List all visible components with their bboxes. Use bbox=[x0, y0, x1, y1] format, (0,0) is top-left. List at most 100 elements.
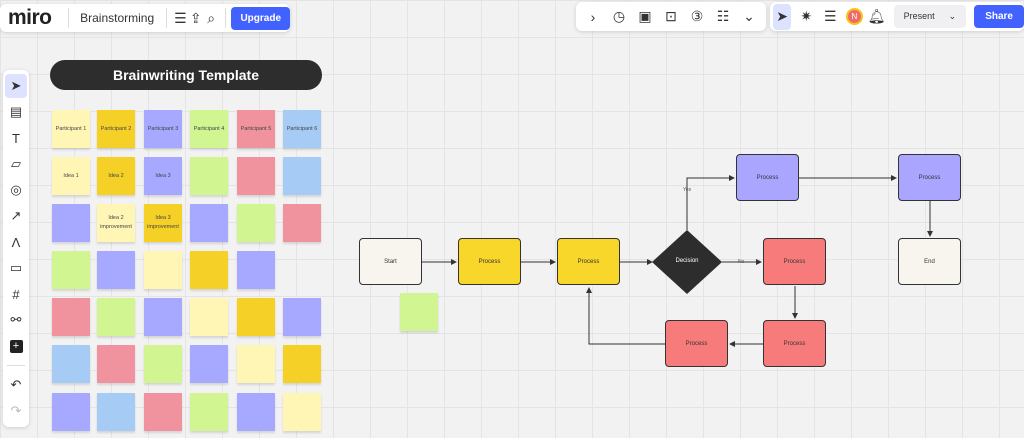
sticky-note[interactable]: Participant 6 bbox=[283, 110, 321, 148]
sticky-note[interactable] bbox=[190, 393, 228, 431]
decision-shape[interactable] bbox=[652, 230, 722, 294]
sticky-note[interactable] bbox=[237, 345, 275, 383]
sticky-note[interactable] bbox=[237, 251, 275, 289]
export-icon[interactable]: ⇪ bbox=[189, 9, 202, 26]
no-label: No bbox=[738, 259, 745, 265]
undo-icon[interactable]: ↶ bbox=[10, 377, 22, 392]
sticky-note[interactable] bbox=[190, 251, 228, 289]
apps-icon[interactable]: ⚯ bbox=[10, 312, 22, 327]
divider bbox=[67, 8, 69, 28]
sticky-note[interactable] bbox=[52, 204, 90, 242]
chevron-right-icon[interactable]: › bbox=[590, 8, 596, 25]
flow-process[interactable]: Process bbox=[763, 238, 826, 285]
sticky-note[interactable] bbox=[237, 393, 275, 431]
sticky-note[interactable] bbox=[52, 298, 90, 336]
divider bbox=[224, 8, 226, 28]
sticky-note[interactable] bbox=[52, 345, 90, 383]
add-icon[interactable]: + bbox=[5, 334, 27, 358]
notes-icon[interactable]: ☷ bbox=[716, 8, 730, 24]
sticky-note[interactable]: Participant 3 bbox=[144, 110, 182, 148]
sticky-note[interactable] bbox=[400, 293, 438, 331]
sticky-note[interactable] bbox=[283, 345, 321, 383]
board-title[interactable]: Brainstorming bbox=[80, 11, 155, 25]
sticky-note-icon[interactable]: ▱ bbox=[11, 156, 21, 171]
sticky-note[interactable]: Participant 1 bbox=[52, 110, 90, 148]
flow-process[interactable]: Process bbox=[736, 154, 799, 201]
sticky-note[interactable] bbox=[97, 298, 135, 336]
shapes-icon[interactable]: ◎ bbox=[10, 182, 22, 197]
sticky-note[interactable] bbox=[52, 251, 90, 289]
share-button[interactable]: Share bbox=[974, 5, 1024, 28]
avatar-initial: N bbox=[845, 8, 863, 25]
pen-icon[interactable]: Ʌ bbox=[11, 234, 21, 250]
focus-icon[interactable]: ⊡ bbox=[665, 8, 677, 24]
chevron-down-icon[interactable]: ⌄ bbox=[948, 11, 957, 21]
sticky-note[interactable]: Idea 3 bbox=[144, 157, 182, 195]
sticky-note[interactable]: Idea 2 improvement bbox=[97, 204, 135, 242]
sticky-note[interactable] bbox=[283, 204, 321, 242]
decision-label: Decision bbox=[675, 258, 699, 264]
top-left-toolbar: miro Brainstorming ☰ ⇪ ⌕ Upgrade bbox=[0, 4, 291, 32]
sticky-note[interactable] bbox=[283, 298, 321, 336]
flow-end[interactable]: End bbox=[898, 238, 961, 285]
sticky-note[interactable] bbox=[97, 251, 135, 289]
sticky-note[interactable] bbox=[237, 298, 275, 336]
sticky-note[interactable] bbox=[97, 345, 135, 383]
upgrade-button[interactable]: Upgrade bbox=[231, 6, 291, 30]
sticky-note[interactable] bbox=[237, 204, 275, 242]
sticky-note[interactable]: Participant 5 bbox=[237, 110, 275, 148]
avatar[interactable]: N bbox=[845, 4, 863, 30]
sticky-note[interactable] bbox=[190, 298, 228, 336]
sticky-note[interactable] bbox=[190, 204, 228, 242]
card-icon[interactable]: ▣ bbox=[638, 8, 652, 24]
divider bbox=[7, 365, 25, 366]
menu-icon[interactable]: ☰ bbox=[174, 9, 187, 26]
sticky-note[interactable] bbox=[97, 393, 135, 431]
tools-toolbar: › ◷ ▣ ⊡ ③ ☷ ⌄ bbox=[576, 2, 766, 31]
sticky-note[interactable]: Idea 3 improvement bbox=[144, 204, 182, 242]
frame-icon[interactable]: # bbox=[12, 286, 20, 302]
cursor-icon[interactable]: ➤ bbox=[773, 3, 792, 30]
sticky-note[interactable] bbox=[52, 393, 90, 431]
sticky-note[interactable]: Idea 2 bbox=[97, 157, 135, 195]
sticky-note[interactable] bbox=[144, 345, 182, 383]
sticky-note[interactable]: Participant 2 bbox=[97, 110, 135, 148]
sticky-note[interactable]: Participant 4 bbox=[190, 110, 228, 148]
flow-process[interactable]: Process bbox=[763, 320, 826, 367]
miro-logo[interactable]: miro bbox=[8, 6, 52, 29]
count-icon[interactable]: ③ bbox=[690, 8, 704, 24]
arrow-icon[interactable]: ↗ bbox=[10, 208, 22, 223]
celebrate-icon[interactable]: ✷ bbox=[800, 8, 813, 24]
template-title: Brainwriting Template bbox=[50, 60, 322, 90]
more-chevrons-icon[interactable]: ⌄ bbox=[743, 8, 755, 24]
sticky-note[interactable] bbox=[190, 157, 228, 195]
text-icon[interactable]: T bbox=[12, 130, 20, 146]
comment-icon[interactable]: ▭ bbox=[9, 260, 23, 275]
sticky-note[interactable] bbox=[283, 393, 321, 431]
sticky-note[interactable] bbox=[190, 345, 228, 383]
templates-icon[interactable]: ▤ bbox=[9, 104, 23, 119]
sticky-note[interactable]: Idea 1 bbox=[52, 157, 90, 195]
yes-label: Yes bbox=[683, 187, 692, 193]
present-label: Present bbox=[903, 11, 935, 21]
flow-process[interactable]: Process bbox=[898, 154, 961, 201]
flow-process[interactable]: Process bbox=[458, 238, 521, 285]
bell-icon[interactable]: 🔔︎ bbox=[867, 8, 886, 24]
collab-toolbar: ➤ ✷ ☰ N 🔔︎ Present ⌄ Share bbox=[770, 2, 1024, 31]
comments-icon[interactable]: ☰ bbox=[824, 8, 837, 24]
left-toolbar: ➤ ▤ T ▱ ◎ ↗ Ʌ ▭ # ⚯ + ↶ ↷ bbox=[3, 70, 29, 427]
flow-process[interactable]: Process bbox=[557, 238, 620, 285]
sticky-note[interactable] bbox=[283, 157, 321, 195]
select-icon[interactable]: ➤ bbox=[5, 74, 27, 98]
sticky-note[interactable] bbox=[144, 251, 182, 289]
redo-icon[interactable]: ↷ bbox=[10, 403, 22, 418]
timer-icon[interactable]: ◷ bbox=[612, 8, 626, 24]
flow-start[interactable]: Start bbox=[359, 238, 422, 285]
flow-process[interactable]: Process bbox=[665, 320, 728, 367]
sticky-note[interactable] bbox=[144, 298, 182, 336]
sticky-note[interactable] bbox=[144, 393, 182, 431]
search-icon[interactable]: ⌕ bbox=[207, 9, 216, 26]
present-button[interactable]: Present ⌄ bbox=[893, 5, 967, 28]
sticky-note[interactable] bbox=[237, 157, 275, 195]
